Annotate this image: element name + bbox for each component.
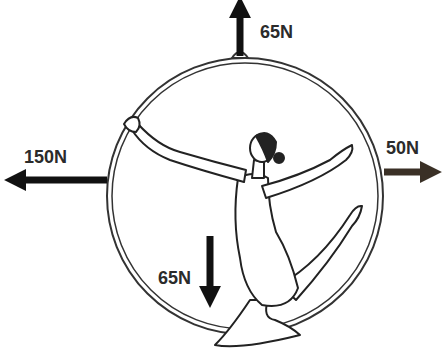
gymnast — [124, 117, 362, 346]
force-label: 65N — [258, 22, 295, 42]
force-arrow-right — [384, 169, 424, 176]
force-arrow-left — [22, 177, 107, 184]
force-label: 65N — [156, 268, 193, 288]
force-label: 50N — [384, 138, 421, 158]
force-arrow-down — [207, 236, 214, 290]
force-label: 150N — [22, 147, 69, 167]
force-arrow-up — [237, 14, 244, 56]
hoop-inner — [112, 63, 378, 329]
hoop-outer — [107, 58, 383, 334]
